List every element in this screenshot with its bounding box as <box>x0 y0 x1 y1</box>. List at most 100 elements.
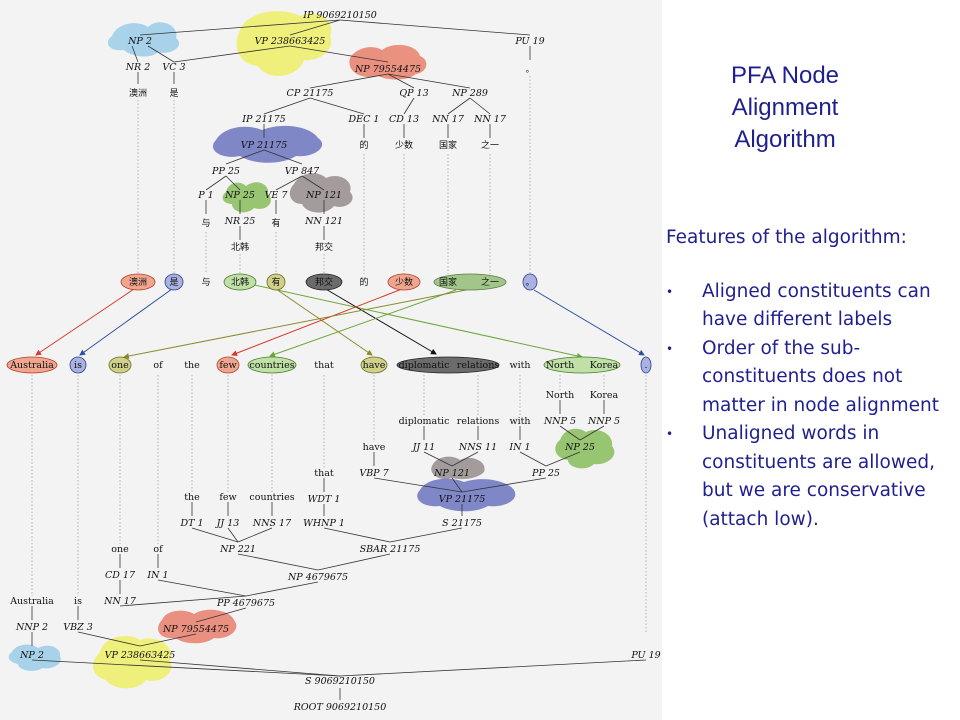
target-token-the: the <box>184 360 200 371</box>
bottom-word-that: that <box>314 468 334 479</box>
blob-vp-bottom <box>93 636 172 689</box>
node-vp238663425: VP 238663425 <box>255 36 326 47</box>
node-s9069210150: S 9069210150 <box>305 676 375 687</box>
feature-item: •Order of the sub-constituents does not … <box>666 335 956 421</box>
node-nnp2: NNP 2 <box>15 622 48 633</box>
target-token-australia-oval <box>6 356 58 374</box>
source-token-aozhou: 澳洲 <box>129 276 147 288</box>
top-word-guojia: 国家 <box>439 139 457 151</box>
arrow-beihan-northkorea <box>249 283 583 359</box>
target-token-row: Australia is one of the few countries th… <box>6 356 652 374</box>
source-token-beihan: 北韩 <box>231 276 249 288</box>
source-token-you-oval <box>266 273 286 291</box>
source-token-shaoshu-oval <box>387 273 421 291</box>
node-np2: NP 2 <box>127 36 152 47</box>
bottom-word-korea: Korea <box>590 390 619 401</box>
alignment-diagram: IP 9069210150 NP 2 VP 238663425 PU 19 NR… <box>6 10 661 713</box>
node-pp4679675: PP 4679675 <box>216 598 275 609</box>
node-np121-bottom: NP 121 <box>433 468 470 479</box>
top-word-bangjiao: 邦交 <box>315 241 333 253</box>
source-token-zhiyi: 之一 <box>481 276 499 288</box>
arrow-shi-is <box>79 288 173 356</box>
arrow-you-have <box>275 288 373 356</box>
target-token-is: is <box>74 360 82 371</box>
target-token-countries: countries <box>249 360 294 371</box>
node-pu19: PU 19 <box>514 36 544 47</box>
arrow-bangjiao-diplomatic <box>323 287 437 355</box>
node-in1-with: IN 1 <box>508 442 530 453</box>
source-token-beihan-oval <box>223 273 257 291</box>
source-token-bangjiao: 邦交 <box>315 276 333 288</box>
features-heading: Features of the algorithm: <box>666 227 907 248</box>
node-cp21175: CP 21175 <box>287 88 334 99</box>
target-token-one: one <box>111 360 129 371</box>
node-nnp5-a: NNP 5 <box>543 416 576 427</box>
feature-item: • Aligned constituents can have different… <box>666 278 956 335</box>
node-in1-of: IN 1 <box>146 570 168 581</box>
blob-np2-bottom <box>8 644 61 671</box>
node-dec1: DEC 1 <box>348 114 380 125</box>
target-token-diplomatic-relations-oval <box>396 356 500 374</box>
target-token-that: that <box>314 360 334 371</box>
source-token-yu: 与 <box>201 277 210 288</box>
top-word-shi: 是 <box>169 88 178 99</box>
node-np4679675: NP 4679675 <box>287 572 348 583</box>
source-token-guojia-zhiyi-oval <box>433 273 507 291</box>
node-nr2: NR 2 <box>125 62 151 73</box>
node-np25: NP 25 <box>224 190 255 201</box>
bullet-icon: • <box>666 427 674 441</box>
target-token-few: few <box>219 360 236 371</box>
bottom-drop-lines <box>31 375 647 634</box>
node-nns11: NNS 11 <box>458 442 497 453</box>
target-token-period: . <box>644 360 647 371</box>
top-word-period: 。 <box>525 65 534 75</box>
feature-text: Aligned constituents can have different … <box>702 280 931 331</box>
arrow-period-period <box>533 289 645 356</box>
node-vp21175-bottom: VP 21175 <box>439 494 486 505</box>
node-p1: P 1 <box>197 190 213 201</box>
target-token-north: North <box>546 360 575 371</box>
bottom-word-the: the <box>184 492 200 503</box>
node-dt1: DT 1 <box>179 518 203 529</box>
node-wdt1: WDT 1 <box>308 494 341 505</box>
bottom-word-australia: Australia <box>9 596 54 607</box>
top-word-zhiyi: 之一 <box>481 139 499 151</box>
node-vc3: VC 3 <box>162 62 185 73</box>
node-np121: NP 121 <box>305 190 342 201</box>
bullet-icon: • <box>666 341 674 356</box>
bottom-word-is: is <box>74 596 82 607</box>
node-ve7: VE 7 <box>265 190 289 201</box>
blob-vp21175-top <box>212 125 323 163</box>
node-pp25-bottom: PP 25 <box>531 468 560 479</box>
alignment-arrows <box>35 283 645 359</box>
blob-np25-bottom <box>555 428 615 469</box>
features-panel: Features of the algorithm: • Aligned cons… <box>666 224 956 534</box>
target-token-period-oval <box>640 356 652 374</box>
top-word-you: 有 <box>271 217 280 229</box>
top-drop-lines <box>137 76 531 274</box>
feature-item: • Unaligned words in constituents are all… <box>666 420 956 534</box>
source-token-you: 有 <box>271 276 280 288</box>
target-token-have-oval <box>360 356 388 374</box>
target-token-is-oval <box>69 356 87 374</box>
arrow-aozhou-australia <box>35 288 135 356</box>
source-token-guojia: 国家 <box>439 276 457 288</box>
top-tree-edges <box>131 19 531 240</box>
source-token-shi: 是 <box>169 277 178 288</box>
node-nns17: NNS 17 <box>252 518 292 529</box>
source-token-row: 澳洲 是 与 北韩 有 邦交 的 少数 国家 之一 。 <box>120 273 538 291</box>
node-nr25: NR 25 <box>224 216 256 227</box>
target-token-north-korea-oval <box>543 356 621 374</box>
bottom-word-countries: countries <box>249 492 294 503</box>
diagram-panel: IP 9069210150 NP 2 VP 238663425 PU 19 NR… <box>0 0 662 720</box>
bottom-word-with: with <box>509 416 530 427</box>
bottom-word-relations: relations <box>457 416 500 427</box>
target-token-australia: Australia <box>9 360 54 371</box>
target-token-diplomatic: diplomatic <box>399 360 450 371</box>
bottom-tree-labels: North Korea NNP 5 NNP 5 diplomatic relat… <box>9 390 660 713</box>
bullet-icon: • <box>666 284 674 299</box>
feature-text: Unaligned words in constituents are allo… <box>702 423 935 530</box>
node-pu19-bottom: PU 19 <box>630 650 660 661</box>
source-token-period: 。 <box>525 278 534 288</box>
target-token-of: of <box>153 360 164 371</box>
